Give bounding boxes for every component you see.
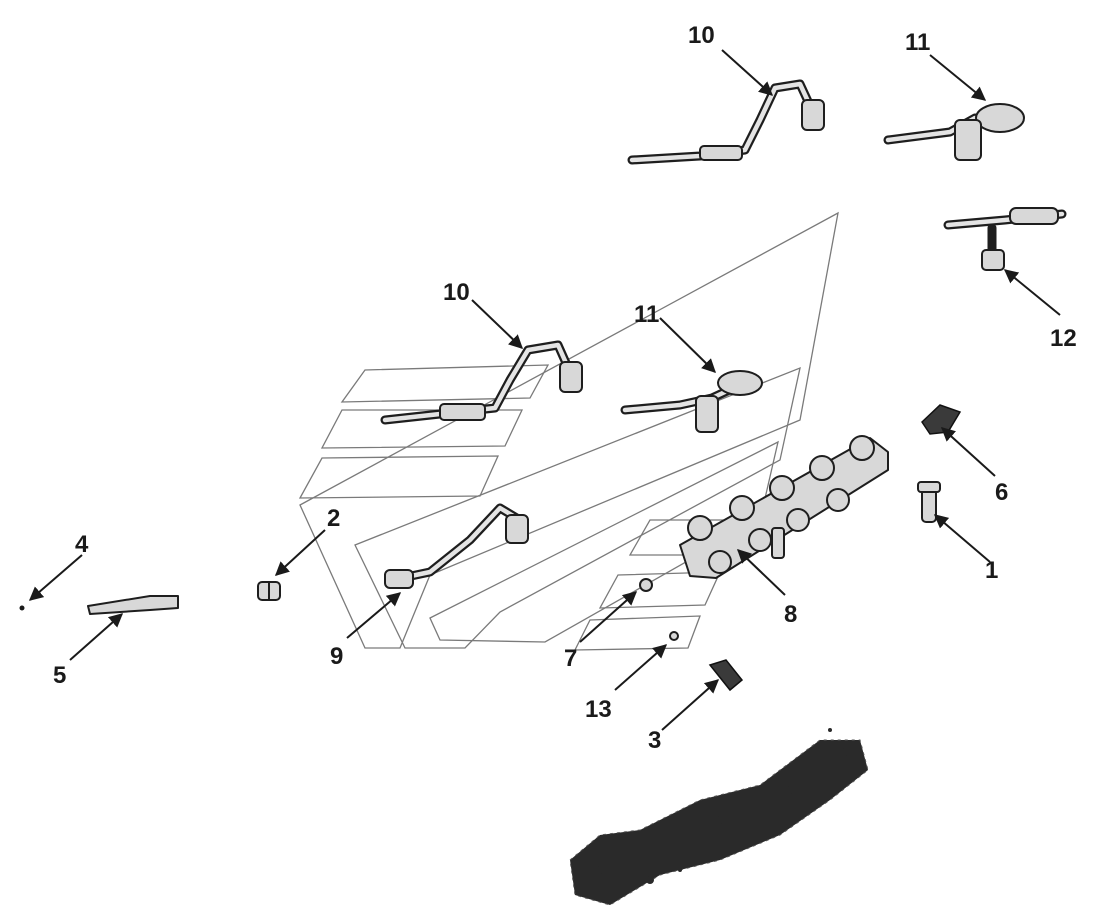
bolt-1 <box>917 481 941 523</box>
outline-strip-3 <box>298 455 500 499</box>
leader-2 <box>274 529 326 576</box>
outline-strip-5 <box>598 571 722 609</box>
leader-6 <box>940 427 996 477</box>
callout-10-upper: 10 <box>688 22 715 49</box>
washer-4 <box>19 605 25 611</box>
leader-10-lower <box>471 299 524 349</box>
leader-4 <box>28 554 83 601</box>
fuel-rail-8 <box>679 435 889 579</box>
fitting-7 <box>639 578 653 592</box>
callout-8: 8 <box>784 601 797 628</box>
leader-13 <box>614 644 668 691</box>
leader-10-upper <box>721 49 774 96</box>
leader-11-upper <box>929 54 987 101</box>
cylinder-head-fragment <box>569 728 869 906</box>
callout-11-upper: 11 <box>905 29 930 56</box>
outline-panel-large <box>299 211 839 649</box>
leader-arrows <box>28 49 1061 731</box>
nut-2 <box>257 581 281 601</box>
return-line-12 <box>943 207 1067 271</box>
leader-3 <box>661 679 720 731</box>
banjo-line-11-upper <box>883 103 1025 161</box>
banjo-line-11-lower <box>620 370 763 433</box>
leader-11-lower <box>659 317 716 373</box>
callout-9: 9 <box>330 643 343 670</box>
callout-3: 3 <box>648 727 661 754</box>
callout-11-lower: 11 <box>634 301 659 328</box>
callout-labels: 10 11 12 10 11 6 1 2 4 5 9 8 7 13 3 <box>53 22 1077 754</box>
callout-7: 7 <box>564 645 577 672</box>
fuel-line-10-upper <box>627 79 825 165</box>
engine-outline <box>298 211 839 651</box>
outline-strip-1 <box>340 364 550 403</box>
callout-5: 5 <box>53 662 66 689</box>
leader-8 <box>736 549 786 596</box>
callout-6: 6 <box>995 479 1008 506</box>
leader-5 <box>69 613 124 661</box>
leader-9 <box>346 592 402 639</box>
plug-3 <box>708 659 744 692</box>
outline-panel-mid <box>354 366 801 649</box>
injector-5 <box>87 595 179 615</box>
leader-12 <box>1003 269 1061 316</box>
leader-1 <box>933 514 991 563</box>
washer-13 <box>669 631 679 641</box>
callout-13: 13 <box>585 696 612 723</box>
callout-10-lower: 10 <box>443 279 470 306</box>
callout-2: 2 <box>327 505 340 532</box>
outline-panel-inner <box>429 440 779 643</box>
outline-strip-6 <box>573 615 701 651</box>
leader-7 <box>579 591 638 643</box>
callout-1: 1 <box>985 557 998 584</box>
fuel-line-10-lower <box>380 340 583 425</box>
callout-12: 12 <box>1050 325 1077 352</box>
injector-line-9 <box>384 503 529 589</box>
sensor-6 <box>921 404 962 435</box>
callout-4: 4 <box>75 531 89 558</box>
